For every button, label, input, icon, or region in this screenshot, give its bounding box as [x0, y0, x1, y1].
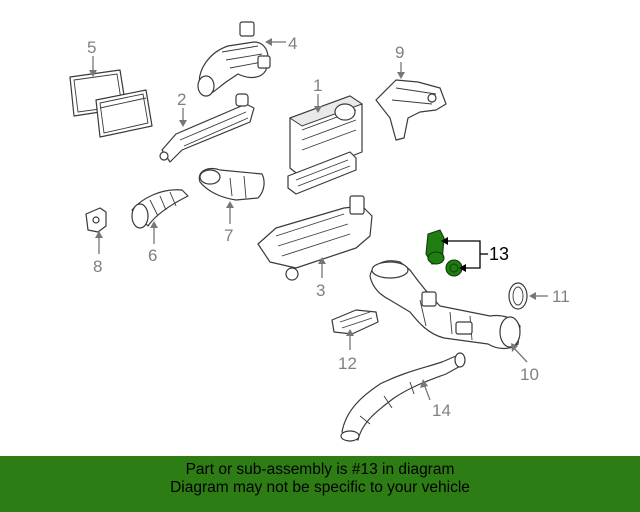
- callout-7: 7: [224, 226, 233, 245]
- banner-line-disclaimer: Diagram may not be specific to your vehi…: [170, 479, 470, 496]
- callout-10: 10: [520, 365, 539, 384]
- callout-5: 5: [87, 38, 96, 57]
- part-9-cover: [375, 79, 447, 141]
- part-13-sensor-highlighted[interactable]: [425, 229, 463, 277]
- part-12-sensor: [331, 309, 379, 335]
- callout-2: 2: [177, 90, 186, 109]
- callout-13[interactable]: 13: [489, 244, 509, 264]
- part-8-clip: [85, 207, 107, 233]
- leader-lines: [89, 38, 548, 401]
- callout-14: 14: [432, 401, 451, 420]
- part-7-intake-duct: [198, 167, 265, 201]
- callout-9: 9: [395, 43, 404, 62]
- info-banner: Part or sub-assembly is #13 in diagram D…: [0, 456, 640, 512]
- part-2-bracket: [159, 93, 255, 163]
- callout-1: 1: [313, 76, 322, 95]
- callout-8: 8: [93, 257, 102, 276]
- part-14-pipe: [340, 352, 466, 442]
- callout-labels: 5 4 2 1 9 6 7 8 3 12 10 11 14 13: [87, 34, 570, 420]
- parts-diagram: 5 4 2 1 9 6 7 8 3 12 10 11 14 13: [69, 21, 570, 442]
- callout-12: 12: [338, 354, 357, 373]
- part-1-air-cleaner-housing: [287, 95, 364, 195]
- callout-3: 3: [316, 281, 325, 300]
- part-3-resonator: [257, 195, 373, 281]
- part-10-intake-tube: [369, 260, 521, 350]
- part-11-clamp: [508, 282, 528, 310]
- part-6-hose: [131, 189, 189, 229]
- banner-line-part: Part or sub-assembly is #13 in diagram: [185, 461, 455, 478]
- callout-6: 6: [148, 246, 157, 265]
- callout-11: 11: [552, 287, 570, 306]
- part-5-air-filter: [69, 69, 153, 138]
- leader-13: [441, 237, 488, 272]
- part-4-intake-housing: [197, 21, 271, 97]
- callout-4: 4: [288, 34, 297, 53]
